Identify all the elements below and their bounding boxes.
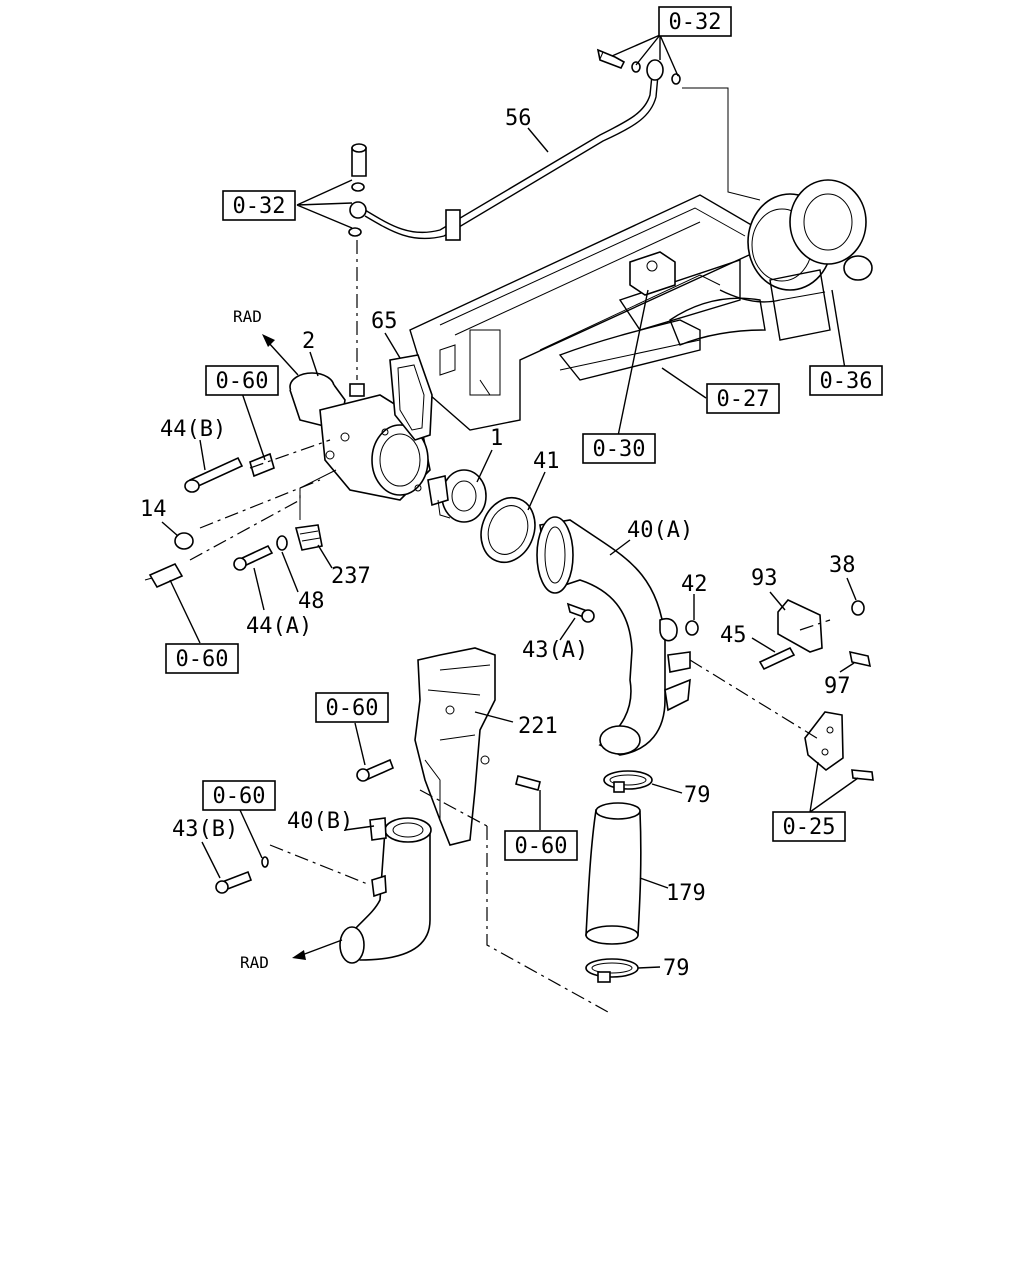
hose-179 xyxy=(585,802,642,945)
top-fasteners xyxy=(348,48,681,237)
gasket-65 xyxy=(389,354,433,441)
ref-0-60-e: 0-60 xyxy=(213,784,266,809)
clamp-79-upper xyxy=(603,770,653,793)
engine-block xyxy=(409,194,761,431)
fasteners-pipe-a xyxy=(566,602,699,636)
label-1: 1 xyxy=(490,426,503,451)
direction-arrows xyxy=(262,334,343,960)
label-45: 45 xyxy=(720,623,747,648)
ref-0-60-c: 0-60 xyxy=(326,696,379,721)
label-93: 93 xyxy=(751,566,778,591)
turbocharger xyxy=(669,179,873,346)
label-38: 38 xyxy=(829,553,856,578)
label-rad-bottom: RAD xyxy=(240,953,269,972)
ref-0-30: 0-30 xyxy=(593,437,646,462)
ref-0-25: 0-25 xyxy=(783,815,836,840)
label-43b: 43(B) xyxy=(172,817,238,842)
label-40a: 40(A) xyxy=(627,518,693,543)
label-43a: 43(A) xyxy=(522,638,588,663)
clamp-79-lower xyxy=(585,958,639,983)
label-65: 65 xyxy=(371,309,398,334)
label-40b: 40(B) xyxy=(287,809,353,834)
water-pipe-b xyxy=(339,817,432,964)
oil-feed-pipe xyxy=(349,59,664,241)
ref-0-60-b: 0-60 xyxy=(176,647,229,672)
ref-0-60-a: 0-60 xyxy=(216,369,269,394)
ref-0-60-d: 0-60 xyxy=(515,834,568,859)
water-pipe-a xyxy=(536,516,691,756)
bracket-0-25 xyxy=(804,711,874,781)
label-97: 97 xyxy=(824,674,851,699)
gasket-41 xyxy=(480,496,536,564)
thermostat xyxy=(427,469,487,523)
label-179: 179 xyxy=(666,881,706,906)
label-44b: 44(B) xyxy=(160,417,226,442)
label-42: 42 xyxy=(681,572,708,597)
ref-0-32-top: 0-32 xyxy=(669,10,722,35)
part-labels: 56 65 2 1 41 44(B) 14 237 48 44(A) 40(A)… xyxy=(140,106,856,981)
label-237: 237 xyxy=(331,564,371,589)
leader-lines xyxy=(161,34,859,969)
label-79-upper: 79 xyxy=(684,783,711,808)
ref-0-27: 0-27 xyxy=(717,387,770,412)
label-41: 41 xyxy=(533,449,560,474)
label-48: 48 xyxy=(298,589,325,614)
label-14: 14 xyxy=(140,497,167,522)
label-79-lower: 79 xyxy=(663,956,690,981)
ref-0-32-left: 0-32 xyxy=(233,194,286,219)
label-44a: 44(A) xyxy=(246,614,312,639)
bolts-221 xyxy=(356,758,541,791)
bracket-221 xyxy=(414,647,496,846)
label-56: 56 xyxy=(505,106,532,131)
label-2: 2 xyxy=(302,329,315,354)
small-fasteners-left xyxy=(144,452,323,589)
label-221: 221 xyxy=(518,714,558,739)
clamp-block xyxy=(629,251,676,296)
bracket-93 xyxy=(758,599,872,671)
fasteners-pipe-b xyxy=(215,856,269,894)
label-rad-top: RAD xyxy=(233,307,262,326)
alignment-lines xyxy=(189,87,831,1013)
reference-boxes: 0-32 0-32 0-60 0-60 0-60 0-60 0-60 0-36 … xyxy=(165,6,883,861)
ref-0-36: 0-36 xyxy=(820,369,873,394)
